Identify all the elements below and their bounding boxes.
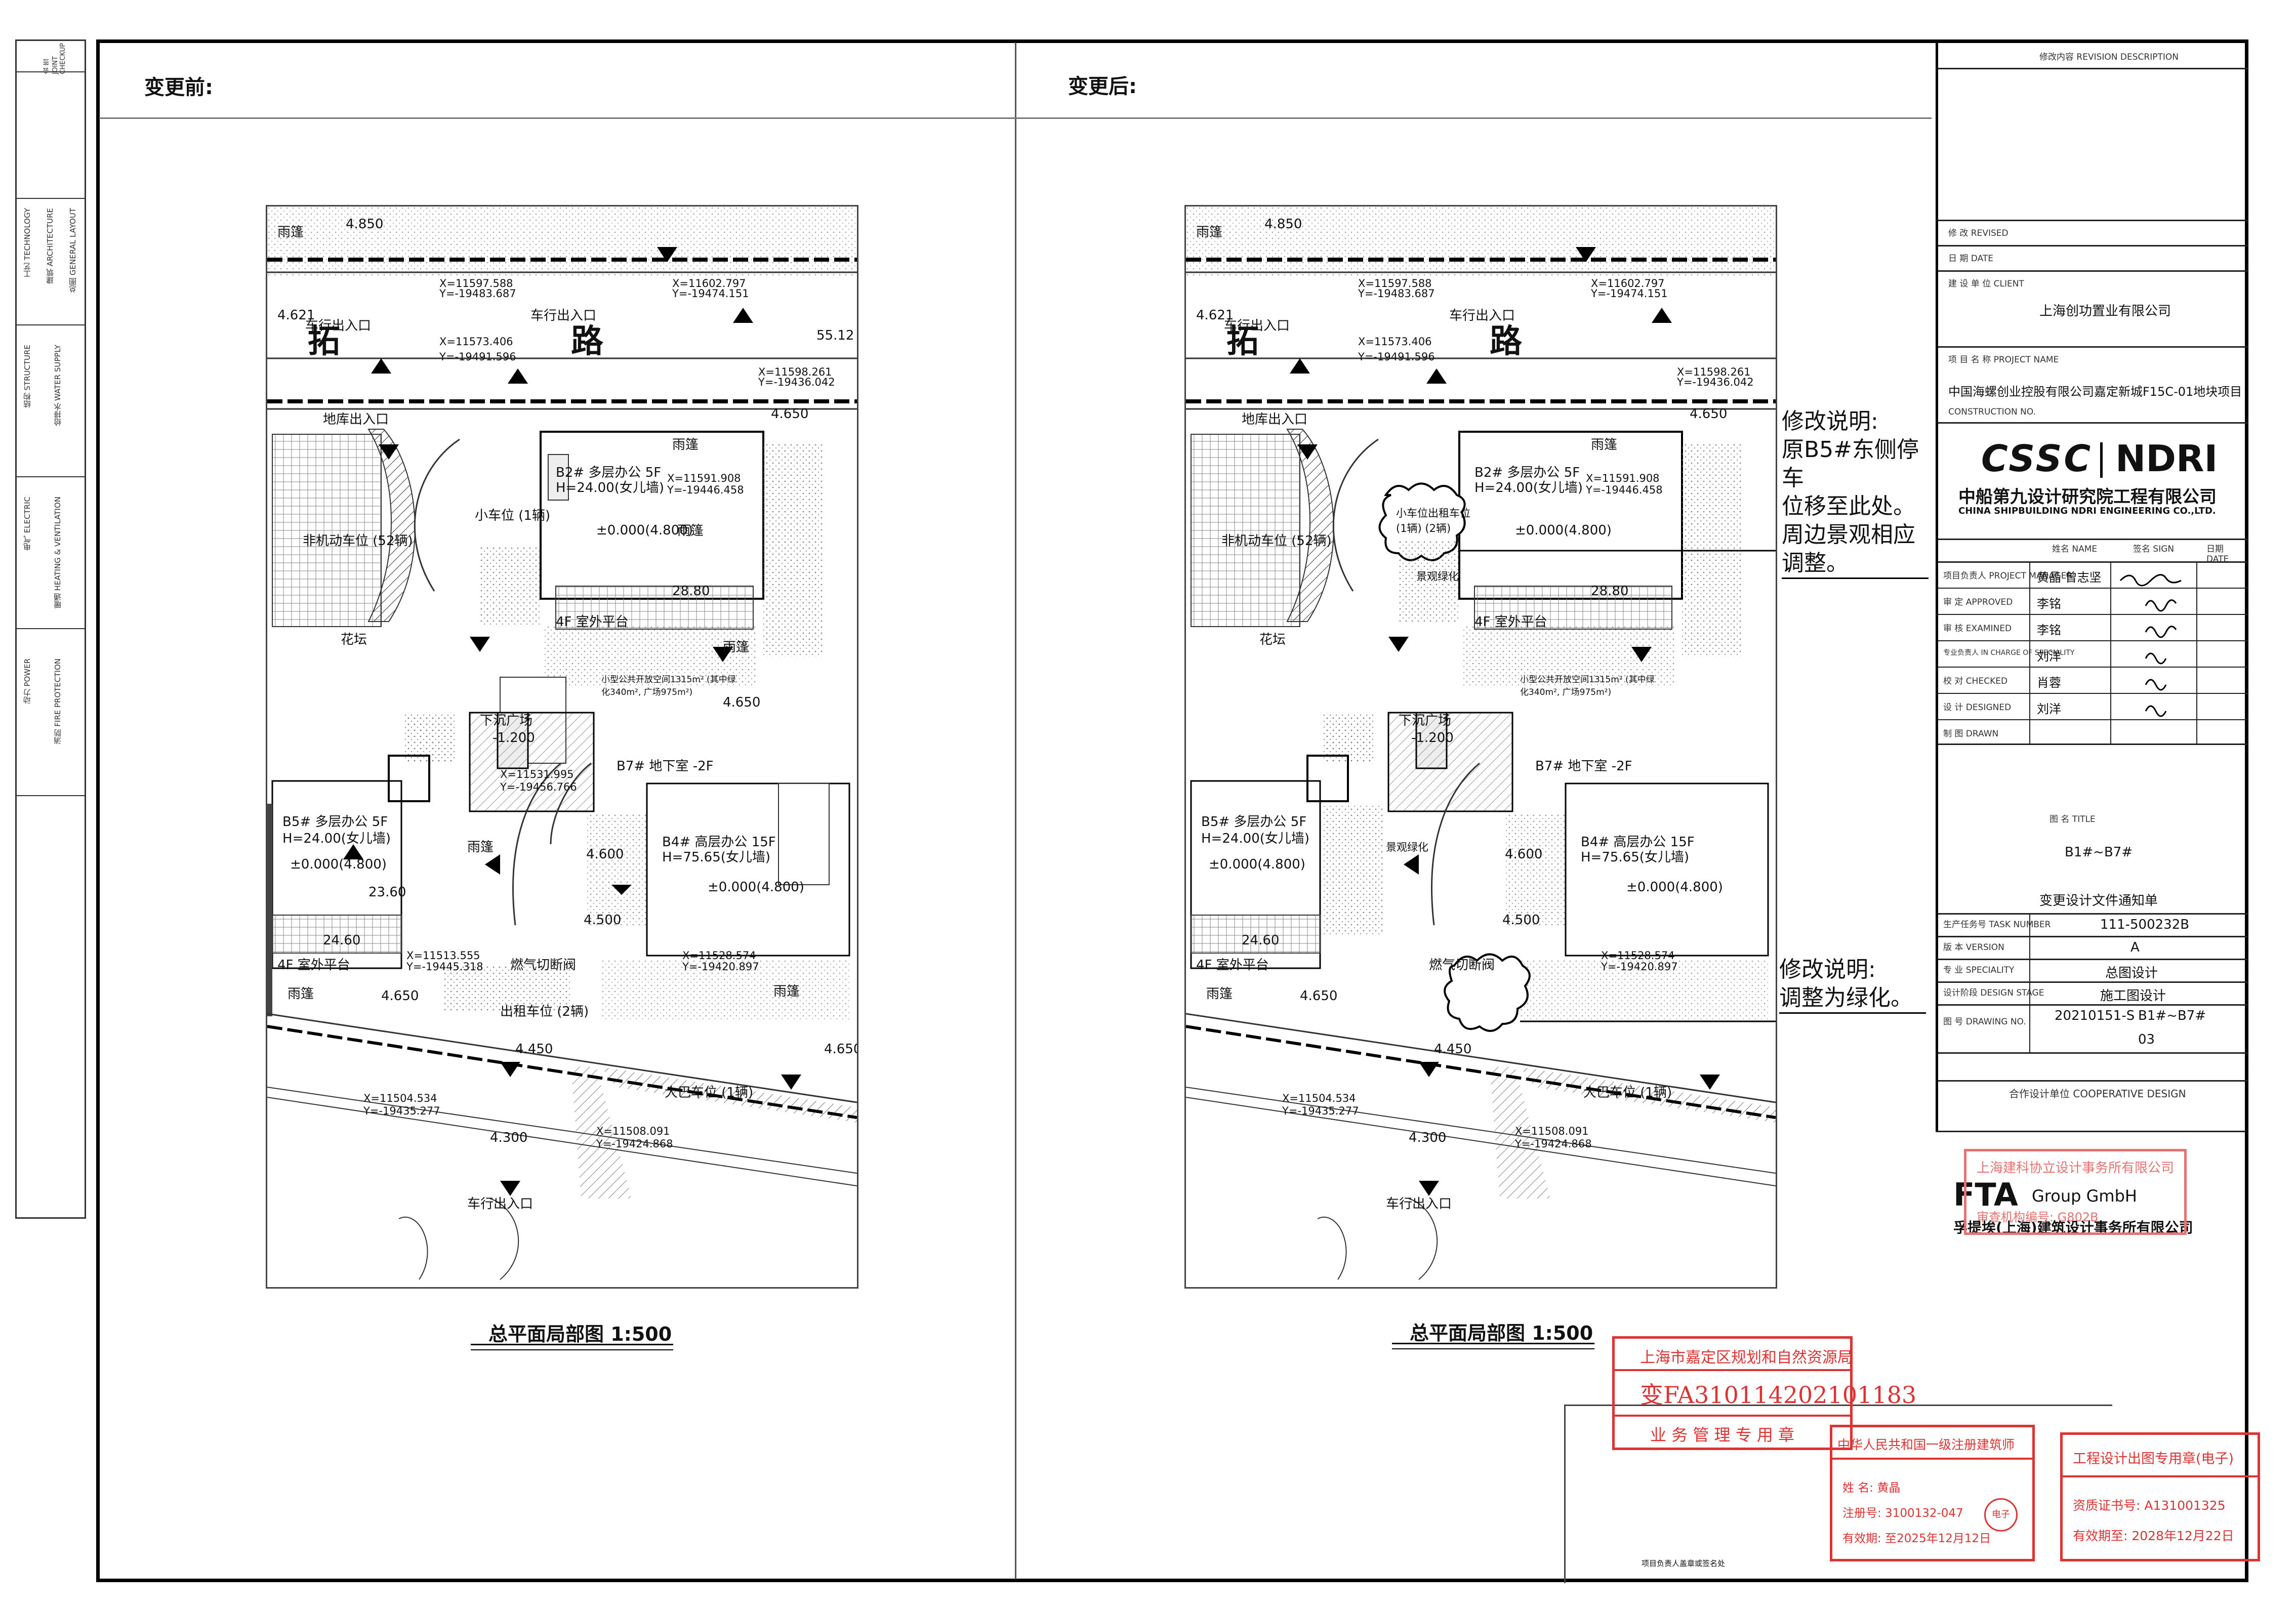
small-car-label: 小车位 (1辆)	[475, 508, 551, 523]
speciality: 总图设计	[2105, 966, 2158, 981]
site-plan-before-drawing	[267, 207, 857, 1280]
bureau-code: 变FA310114202101183	[1640, 1381, 1917, 1409]
staff-header: 姓名 NAME 签名 SIGN 日期 DATE	[1938, 539, 2248, 564]
title-block: 修改内容 REVISION DESCRIPTION 修 改 REVISED 日 …	[1936, 43, 2248, 1236]
b2-label: B2# 多层办公 5F	[556, 465, 662, 480]
site-plan-after-drawing	[1186, 207, 1776, 1280]
client-row: 建 设 单 位 CLIENT 上海创功置业有限公司	[1938, 270, 2248, 348]
revision-note-1: 修改说明: 原B5#东侧停车 位移至此处。 周边景观相应 调整。	[1782, 407, 1929, 579]
drawing-title-1: B1#~B7#	[2065, 845, 2133, 860]
header-band-line	[99, 117, 1932, 119]
design-stage: 施工图设计	[2100, 988, 2166, 1004]
company-name-en: CHINA SHIPBUILDING NDRI ENGINEERING CO.,…	[1958, 506, 2216, 516]
client-name: 上海创功置业有限公司	[2039, 304, 2171, 319]
taxi-label: 出租车位 (2辆)	[500, 1004, 589, 1019]
design-seal-stamp: 工程设计出图专用章(电子) 资质证书号: A131001325 有效期至: 20…	[2060, 1432, 2260, 1561]
garage-ramp-label: 地库出入口	[323, 412, 389, 427]
caption-after: 总平面局部图 1:500	[1410, 1322, 1593, 1344]
company-name-cn: 中船第九设计研究院工程有限公司	[1958, 487, 2217, 507]
signatures	[2119, 574, 2182, 717]
approval-area: 项目负责人盖章或签名处	[1564, 1405, 2112, 1583]
b2-elevation: ±0.000(4.800)	[596, 523, 693, 538]
task-number: 111-500232B	[2100, 917, 2190, 932]
staff-row: 制 图 DRAWN	[1943, 729, 1999, 739]
relocated-taxi-label: 小车位出租车位 (1辆) (2辆)	[1396, 507, 1470, 534]
revision-area: 修改内容 REVISION DESCRIPTION	[1938, 43, 2248, 221]
drawing-title-row: 图 名 TITLE B1#~B7# 变更设计文件通知单	[1938, 807, 2248, 915]
caption-before: 总平面局部图 1:500	[488, 1323, 672, 1345]
joint-checkup-header: 会 签 JOINT CHECKUP	[17, 41, 85, 74]
cooperative-design-header: 合作设计单位 COOPERATIVE DESIGN	[1938, 1080, 2248, 1100]
drawing-title-2: 变更设计文件通知单	[2039, 893, 2158, 909]
b5-label: B5# 多层办公 5F	[282, 814, 388, 830]
b5-elevation: ±0.000(4.800)	[290, 857, 387, 872]
sunken-plaza-label: 下沉广场	[480, 713, 533, 728]
site-plan-before: 雨篷 4.850 X=11597.588 Y=-19483.687 X=1160…	[266, 205, 858, 1289]
architect-seal: 电子	[1984, 1498, 2018, 1532]
registered-architect-stamp: 中华人民共和国一级注册建筑师 姓 名: 黄晶 注册号: 3100132-047 …	[1830, 1425, 2035, 1561]
after-title: 变更后:	[1068, 75, 1137, 98]
review-agency-stamp: 上海建科协立设计事务所有限公司 审查机构编号: G802B	[1964, 1149, 2187, 1235]
ndri-logo: NDRI	[2115, 437, 2218, 480]
flower-bed-label: 花坛	[341, 632, 367, 647]
project-row: 项 目 名 称 PROJECT NAME 中国海螺创业控股有限公司嘉定新城F15…	[1938, 346, 2248, 424]
b7-label: B7# 地下室 -2F	[617, 759, 714, 774]
project-name: 中国海螺创业控股有限公司嘉定新城F15C-01地块项目	[1948, 385, 2242, 399]
road-name-1: 拓	[308, 323, 340, 360]
b5-terrace-label: 4F 室外平台	[277, 958, 350, 973]
bike-label: 非机动车位 (52辆)	[303, 533, 413, 549]
entrance-south-label: 车行出入口	[467, 1196, 534, 1212]
revision-note-2: 修改说明: 调整为绿化。	[1779, 956, 1926, 1014]
cssc-logo: CSSC	[1981, 437, 2093, 480]
panel-divider	[1015, 43, 1016, 1579]
drawing-number: 20210151-S	[2055, 1008, 2135, 1023]
drawing-frame	[96, 39, 2248, 1582]
b4-label: B4# 高层办公 15F	[662, 835, 776, 850]
before-title: 变更前:	[144, 76, 213, 99]
version: A	[2130, 940, 2140, 955]
b4-elevation: ±0.000(4.800)	[708, 880, 804, 895]
bus-label: 大巴车位 (1辆)	[665, 1085, 754, 1100]
entrance-label: 车行出入口	[530, 308, 597, 323]
site-plan-after: 雨篷 4.850 X=11597.588 Y=-19483.687 X=1160…	[1184, 205, 1777, 1289]
road-name-2: 路	[571, 323, 603, 360]
gas-valve-label: 燃气切断阀	[510, 958, 577, 973]
planning-bureau-stamp: 上海市嘉定区规划和自然资源局 变FA310114202101183 业 务 管 …	[1612, 1336, 1916, 1450]
company-logo-row: CSSC NDRI 中船第九设计研究院工程有限公司 CHINA SHIPBUIL…	[1938, 422, 2248, 540]
